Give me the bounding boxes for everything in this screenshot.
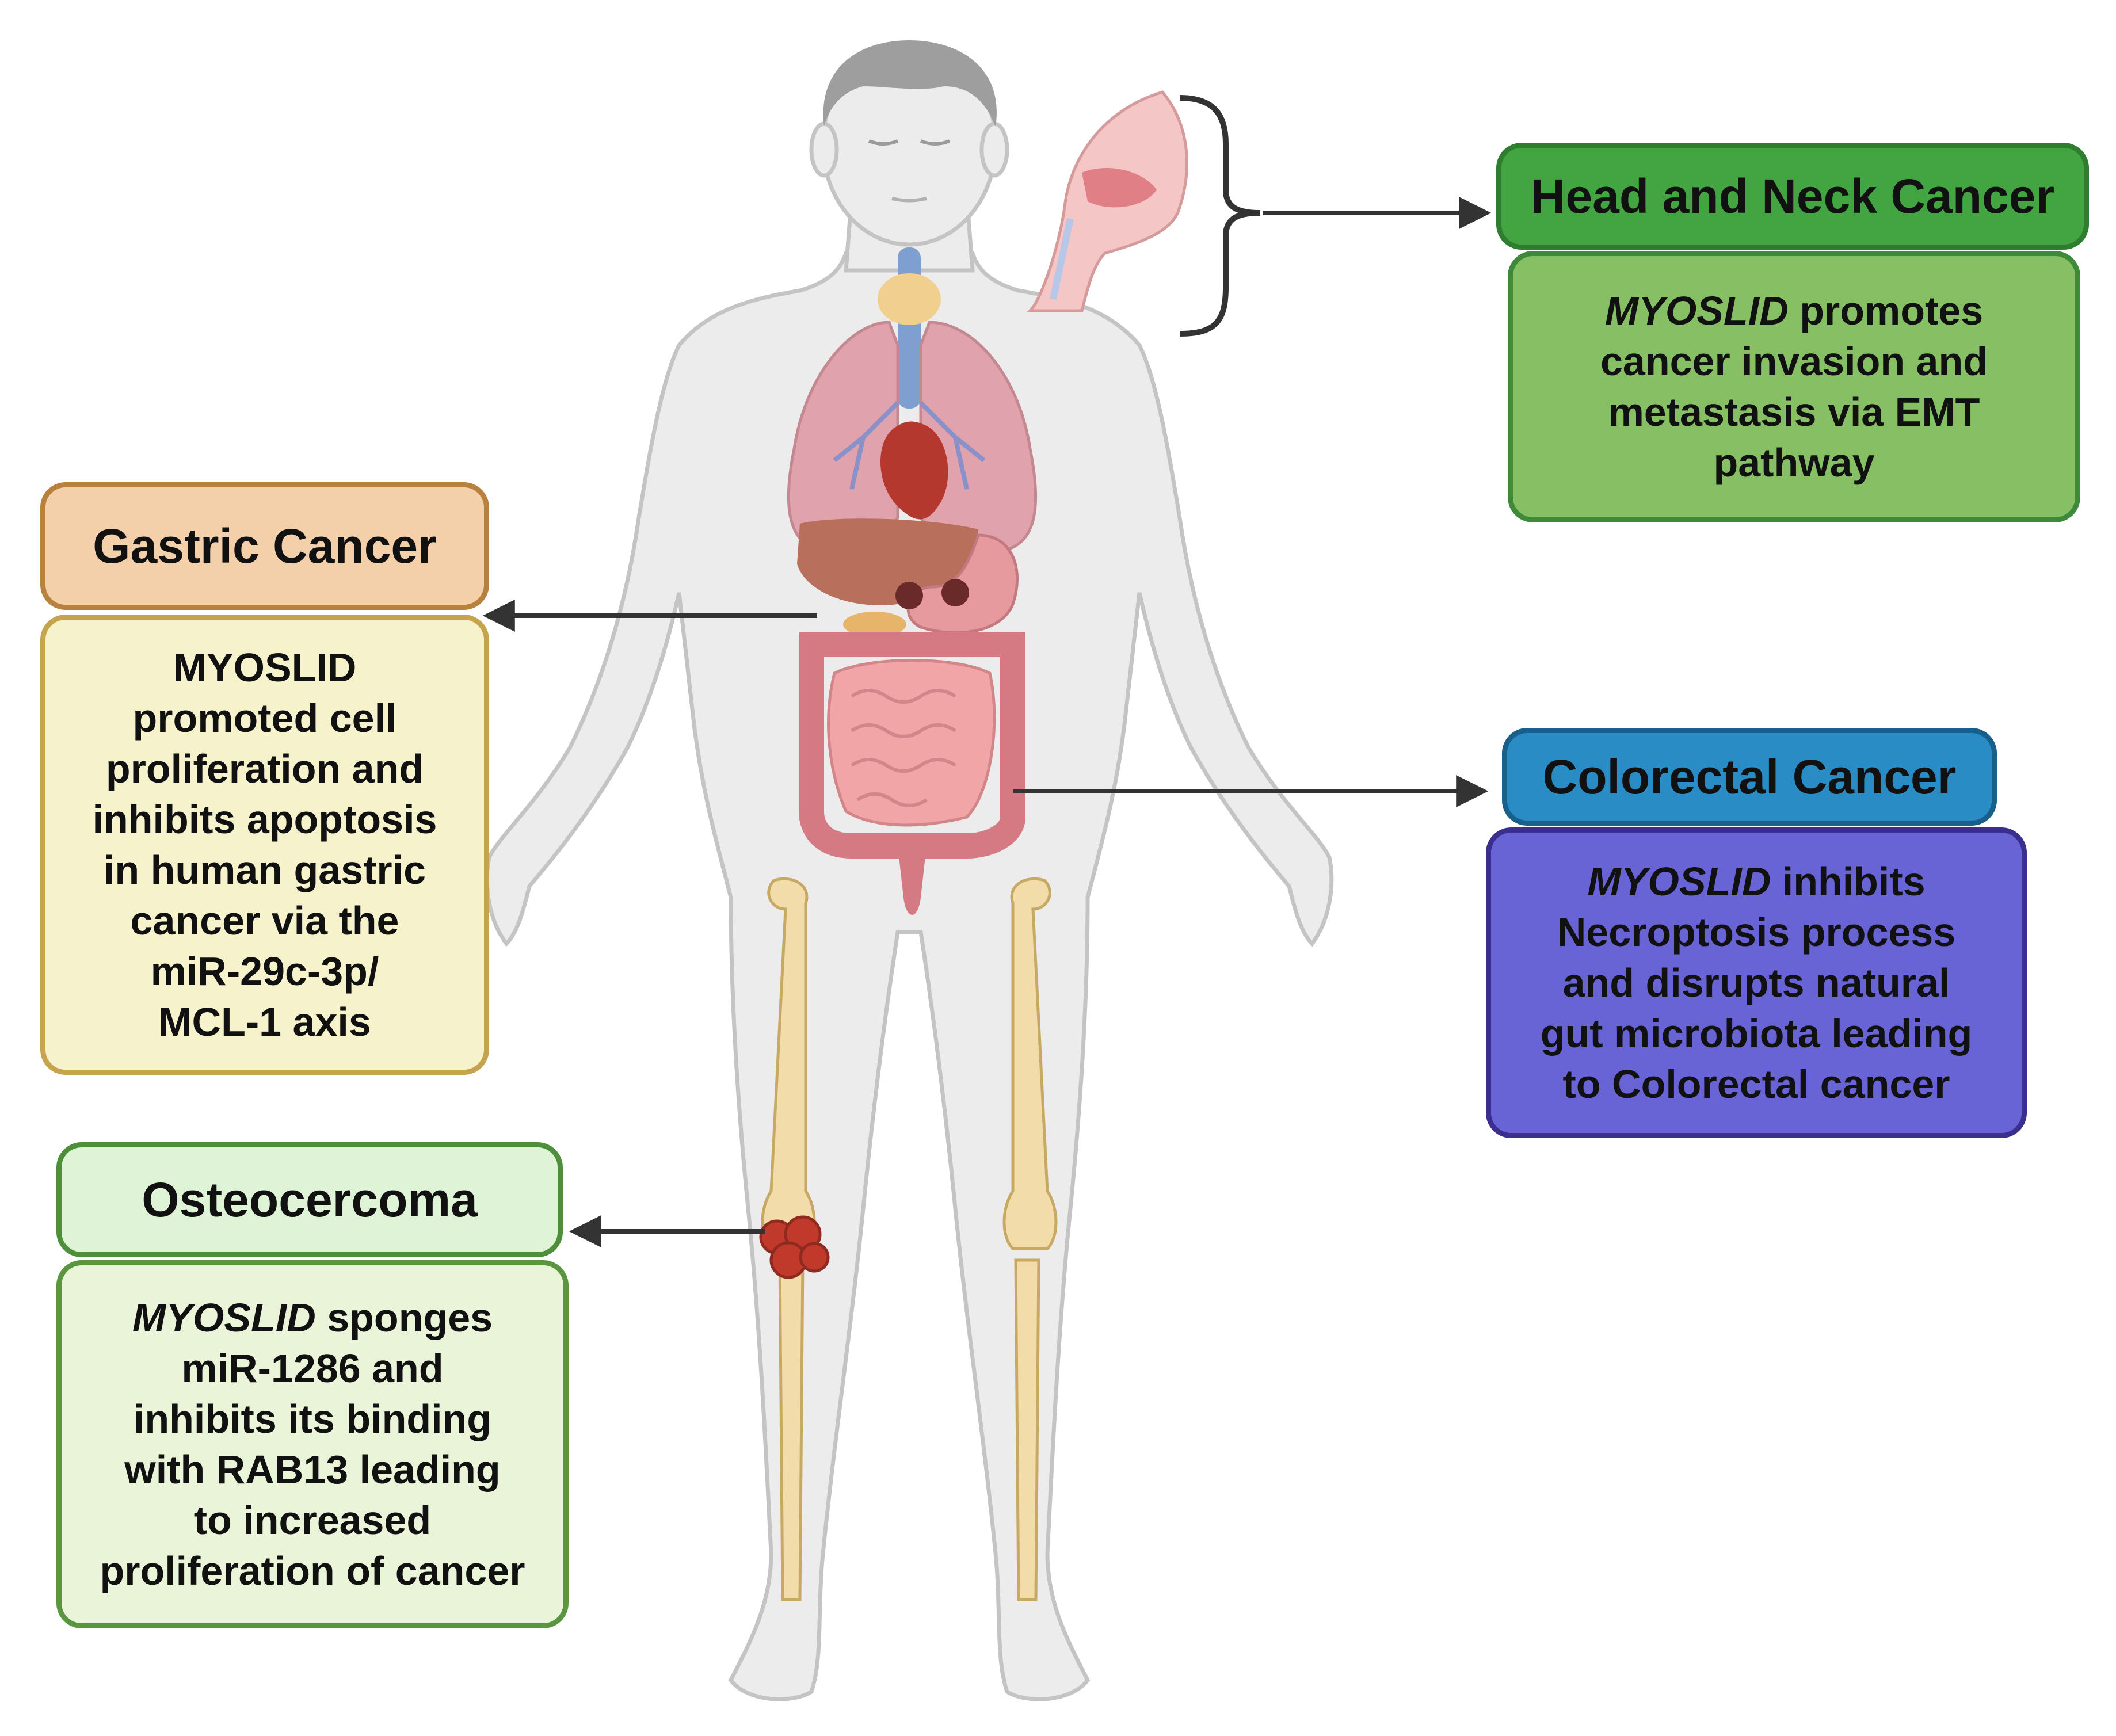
colorectal-title: Colorectal Cancer: [1542, 750, 1957, 804]
gastric-description-box: MYOSLID promoted cell proliferation and …: [40, 615, 489, 1075]
thyroid: [878, 273, 941, 325]
small-intestine: [827, 659, 996, 827]
bone-tumor: [759, 1215, 830, 1279]
head-neck-title: Head and Neck Cancer: [1530, 169, 2055, 223]
head-neck-cross-section: [1026, 90, 1188, 312]
leg-bones: [761, 877, 1058, 1601]
head-neck-description-box: MYOSLID promotes cancer invasion and met…: [1508, 251, 2080, 522]
head-neck-bracket: [1179, 95, 1261, 337]
head-neck-gene: MYOSLID: [1604, 288, 1789, 333]
large-intestine: [799, 632, 1025, 859]
pancreas: [843, 612, 906, 637]
trachea: [898, 247, 921, 409]
hair: [823, 40, 997, 127]
colorectal-description-box: MYOSLID inhibits Necroptosis process and…: [1486, 827, 2027, 1138]
osteo-gene: MYOSLID: [132, 1295, 316, 1340]
colorectal-gene: MYOSLID: [1587, 859, 1771, 904]
gastric-title-box: Gastric Cancer: [40, 482, 489, 610]
head-neck-title-box: Head and Neck Cancer: [1496, 143, 2089, 250]
osteo-title: Osteocercoma: [142, 1173, 478, 1227]
colorectal-title-box: Colorectal Cancer: [1502, 728, 1997, 826]
liver: [797, 518, 978, 605]
gastric-title: Gastric Cancer: [93, 519, 437, 573]
osteo-title-box: Osteocercoma: [56, 1142, 563, 1257]
organs: [787, 247, 1038, 915]
osteo-description-box: MYOSLID sponges miR-1286 and inhibits it…: [56, 1260, 569, 1628]
heart: [880, 421, 948, 520]
